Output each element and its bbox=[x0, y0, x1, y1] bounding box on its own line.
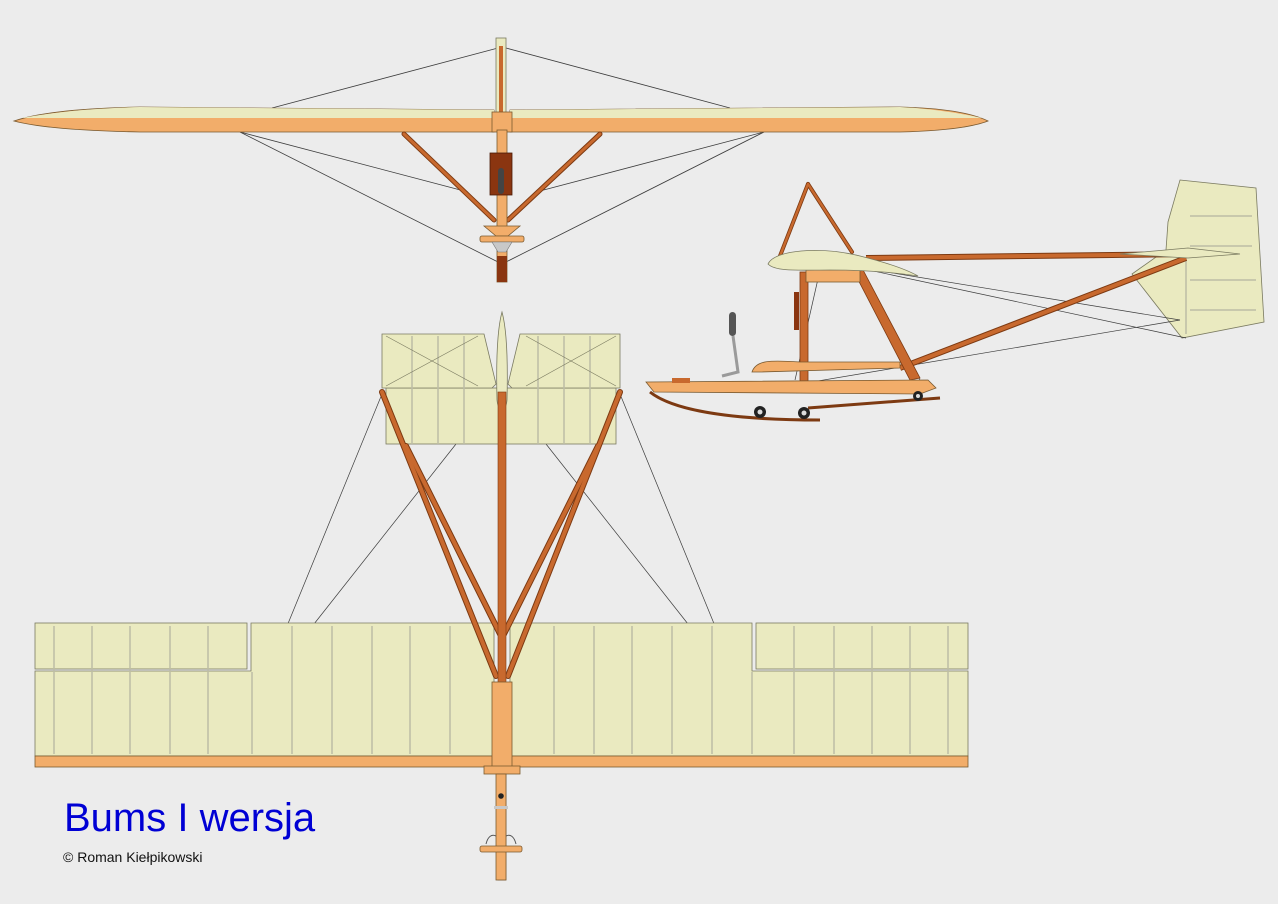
side-cockpit-bump bbox=[672, 378, 690, 383]
top-elevator-hinge-lines bbox=[385, 335, 617, 387]
side-seat-back bbox=[794, 292, 799, 330]
front-skid-bar bbox=[479, 235, 525, 243]
side-horizontal-stabilizer bbox=[1119, 247, 1241, 259]
side-view bbox=[645, 179, 1265, 422]
top-rudder-bar bbox=[479, 845, 523, 853]
front-control-stick bbox=[498, 168, 504, 194]
top-wing-ribs bbox=[53, 626, 949, 754]
top-pedal-bar bbox=[494, 806, 508, 809]
front-lower-wires bbox=[239, 131, 765, 263]
side-rudder bbox=[1131, 179, 1265, 339]
front-center-block bbox=[491, 111, 513, 133]
drawing-credit: © Roman Kiełpikowski bbox=[63, 849, 203, 865]
top-nose-fuselage bbox=[495, 773, 507, 881]
front-right-wing-upper-surface bbox=[510, 107, 982, 118]
top-wing-center-block bbox=[491, 681, 513, 769]
top-tail-ribs bbox=[411, 336, 591, 444]
top-wing-left-aileron bbox=[34, 622, 248, 670]
front-wheel-fairing bbox=[491, 241, 513, 253]
side-skid bbox=[649, 390, 821, 422]
top-control-stick bbox=[498, 793, 504, 799]
front-view bbox=[12, 37, 989, 283]
drawing-title: Bums I wersja bbox=[64, 796, 316, 840]
front-fin-spar bbox=[499, 46, 503, 120]
front-left-wing-upper-surface bbox=[22, 107, 494, 118]
front-undercarriage bbox=[482, 225, 522, 237]
side-seat bbox=[751, 360, 901, 373]
side-rudder-ribs bbox=[1185, 215, 1256, 334]
side-wing-profile bbox=[767, 250, 919, 277]
top-left-elevator bbox=[381, 333, 497, 389]
side-upper-frame bbox=[805, 269, 861, 283]
top-view bbox=[34, 310, 969, 881]
side-control-linkage bbox=[721, 335, 740, 378]
side-fuselage bbox=[645, 379, 937, 395]
side-control-stick bbox=[729, 312, 736, 336]
top-nose-mount bbox=[483, 765, 521, 775]
top-wing-right-aileron bbox=[755, 622, 969, 670]
top-nose-skids bbox=[485, 834, 517, 845]
side-lower-tail-boom bbox=[899, 256, 1187, 370]
front-skid-lower bbox=[497, 256, 507, 282]
front-upper-wires bbox=[271, 47, 731, 109]
side-wheels bbox=[754, 391, 923, 419]
